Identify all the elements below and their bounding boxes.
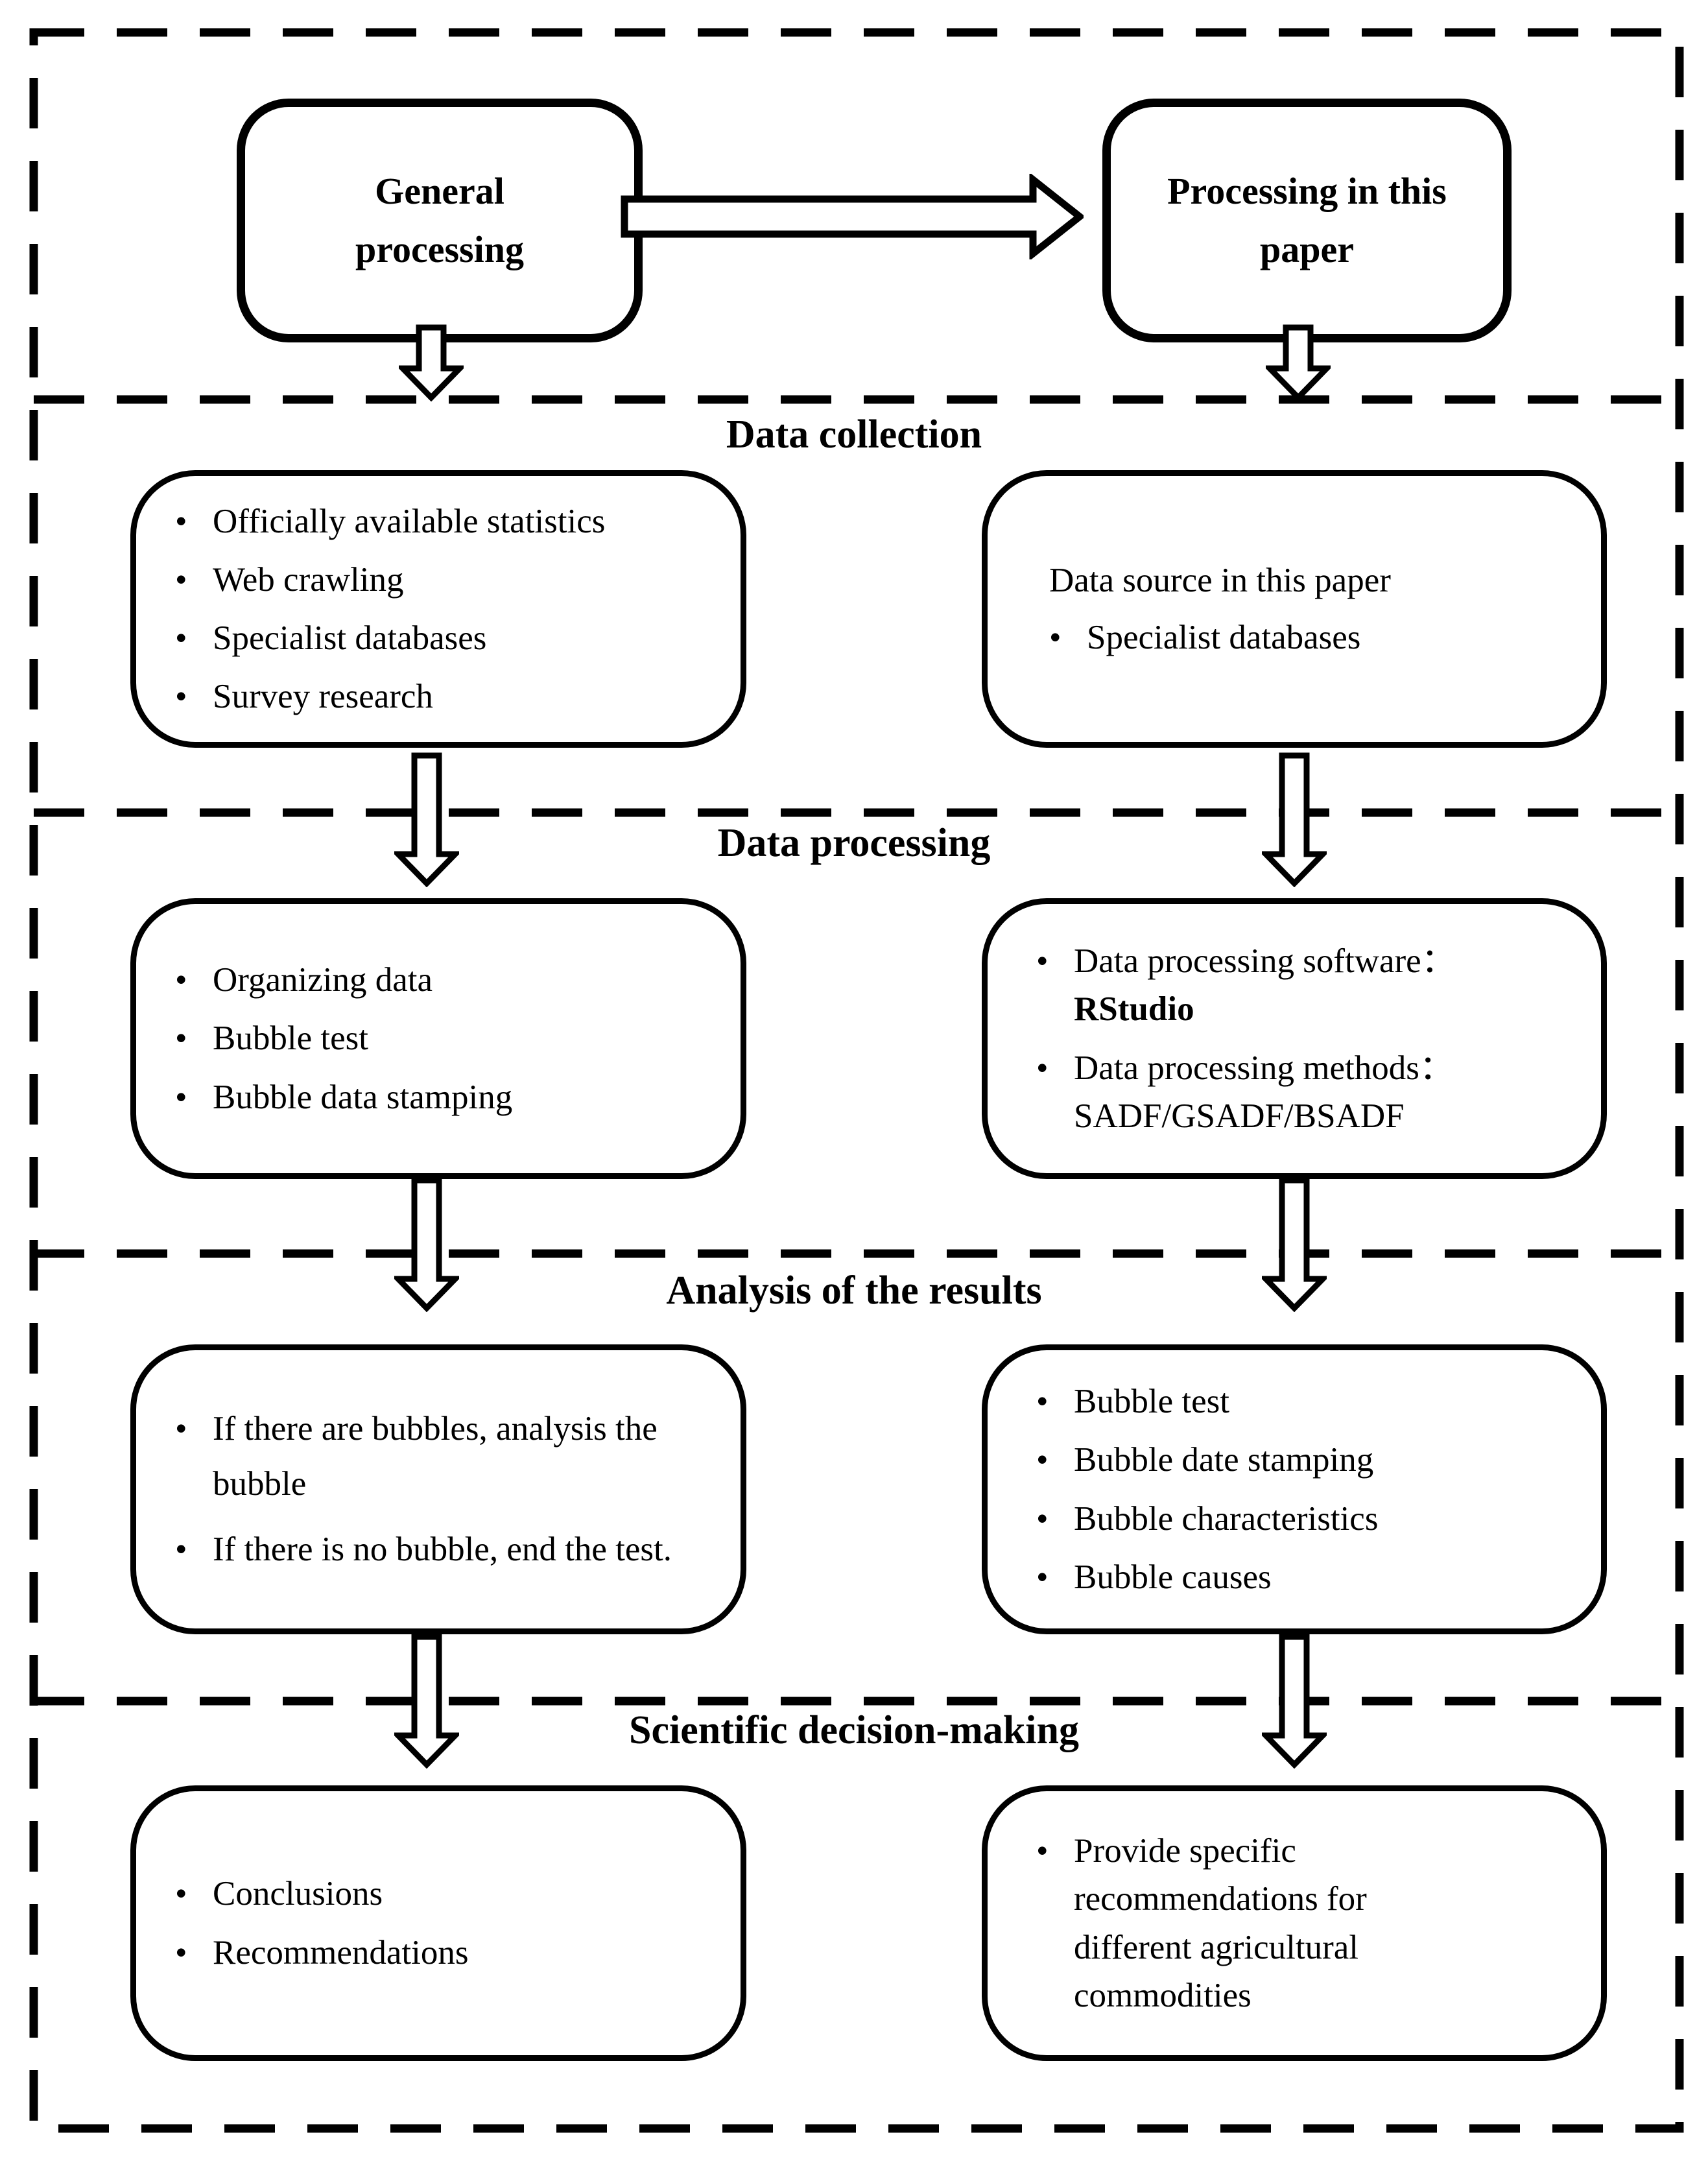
bullet-icon: • xyxy=(1049,619,1062,656)
bullet-icon: • xyxy=(1036,1832,1049,1870)
bullet-item: • Bubble test xyxy=(175,1014,715,1062)
bullet-text: Data processing software： RStudio xyxy=(1074,937,1575,1033)
section-title-analysis-of-results: Analysis of the results xyxy=(666,1269,1042,1313)
bullet-text: Bubble test xyxy=(1074,1383,1229,1421)
processing-in-this-paper-box: Processing in this paper xyxy=(1102,99,1512,342)
bullet-item: • Data processing software： RStudio xyxy=(1036,937,1575,1033)
bullet-item: • Provide specific recommendations for d… xyxy=(1036,1827,1575,2020)
bullet-list: • Organizing data • Bubble test • Bubble… xyxy=(175,956,715,1121)
data-processing-paper-box: • Data processing software： RStudio • Da… xyxy=(982,898,1607,1179)
bullet-text: Bubble data stamping xyxy=(213,1078,513,1116)
bullet-icon: • xyxy=(1036,1441,1049,1479)
bullet-text: Bubble causes xyxy=(1074,1558,1272,1596)
bullet-icon: • xyxy=(175,560,187,599)
down-arrow-icon xyxy=(394,1177,459,1312)
section-title-scientific-decision-making: Scientific decision-making xyxy=(628,1708,1080,1752)
down-arrow-icon xyxy=(1266,324,1331,401)
bullet-item: • Bubble causes xyxy=(1036,1553,1575,1601)
general-processing-line1: General xyxy=(375,170,504,213)
bullet-text: Conclusions xyxy=(213,1875,383,1913)
down-arrow-icon xyxy=(1262,1177,1327,1312)
bullet-icon: • xyxy=(175,1933,187,1972)
bullet-text: Specialist databases xyxy=(213,619,487,657)
down-arrow-icon xyxy=(1262,752,1327,887)
bullet-item: • Conclusions xyxy=(175,1870,715,1918)
bullet-icon: • xyxy=(1036,942,1049,981)
section-title-data-collection: Data collection xyxy=(726,412,982,457)
bullet-item: • Data processing methods： SADF/GSADF/BS… xyxy=(1036,1044,1575,1140)
bullet-lead: Data processing methods： xyxy=(1074,1049,1454,1087)
bullet-text: Survey research xyxy=(213,678,433,716)
bullet-icon: • xyxy=(175,1875,187,1913)
bullet-icon: • xyxy=(175,961,187,999)
bullet-text: Bubble characteristics xyxy=(1074,1499,1379,1538)
bullet-item: • Bubble data stamping xyxy=(175,1073,715,1121)
bullet-text: If there are bubbles, analysis the bubbl… xyxy=(213,1410,658,1503)
down-arrow-icon xyxy=(399,324,464,401)
data-collection-general-box: • Officially available statistics • Web … xyxy=(130,470,746,748)
bullet-text: Bubble date stamping xyxy=(1074,1441,1374,1479)
bullet-item: • Specialist databases xyxy=(175,614,715,662)
bullet-list: • Conclusions • Recommendations xyxy=(175,1870,715,1976)
bullet-item: • Specialist databases xyxy=(1049,614,1575,661)
bullet-item: • If there are bubbles, analysis the bub… xyxy=(175,1401,721,1512)
bullet-icon: • xyxy=(175,1019,187,1058)
analysis-general-box: • If there are bubbles, analysis the bub… xyxy=(130,1344,746,1634)
bullet-list: • Bubble test • Bubble date stamping • B… xyxy=(1036,1377,1575,1601)
methods-names: SADF/GSADF/BSADF xyxy=(1074,1097,1405,1135)
general-processing-box: General processing xyxy=(237,99,643,342)
bullet-item: • If there is no bubble, end the test. xyxy=(175,1522,721,1577)
bullet-icon: • xyxy=(175,619,187,657)
bullet-item: • Bubble characteristics xyxy=(1036,1495,1575,1543)
bullet-icon: • xyxy=(175,1410,187,1448)
bullet-item: • Bubble date stamping xyxy=(1036,1436,1575,1484)
down-arrow-icon xyxy=(394,752,459,887)
bullet-item: • Recommendations xyxy=(175,1929,715,1977)
bullet-text: If there is no bubble, end the test. xyxy=(213,1530,672,1568)
right-arrow-icon xyxy=(621,174,1084,259)
general-processing-line2: processing xyxy=(355,228,524,270)
data-processing-general-box: • Organizing data • Bubble test • Bubble… xyxy=(130,898,746,1179)
bullet-text: Bubble test xyxy=(213,1019,368,1058)
bullet-item: • Survey research xyxy=(175,673,715,721)
bullet-item: • Organizing data xyxy=(175,956,715,1004)
bullet-item: • Web crawling xyxy=(175,556,715,604)
dashed-border xyxy=(29,28,1684,2133)
bullet-icon: • xyxy=(1036,1383,1049,1421)
paper-processing-line1: Processing in this xyxy=(1167,170,1447,213)
bullet-icon: • xyxy=(175,678,187,716)
bullet-list: • Officially available statistics • Web … xyxy=(175,497,715,721)
bullet-item: • Officially available statistics xyxy=(175,497,715,545)
bullet-list: • Data processing software： RStudio • Da… xyxy=(1036,937,1575,1140)
data-source-intro: Data source in this paper xyxy=(1049,561,1391,599)
decision-general-box: • Conclusions • Recommendations xyxy=(130,1785,746,2061)
bullet-lead: Data processing software： xyxy=(1074,942,1456,981)
analysis-paper-box: • Bubble test • Bubble date stamping • B… xyxy=(982,1344,1607,1634)
bullet-text: Data processing methods： SADF/GSADF/BSAD… xyxy=(1074,1044,1575,1140)
bullet-text: Officially available statistics xyxy=(213,502,606,540)
bullet-text: Web crawling xyxy=(213,560,404,599)
bullet-icon: • xyxy=(175,1530,187,1568)
bullet-icon: • xyxy=(175,502,187,540)
bullet-icon: • xyxy=(175,1078,187,1116)
decision-paper-box: • Provide specific recommendations for d… xyxy=(982,1785,1607,2061)
bullet-list: • If there are bubbles, analysis the bub… xyxy=(175,1401,721,1577)
bullet-list: • Provide specific recommendations for d… xyxy=(1036,1827,1575,2020)
bullet-icon: • xyxy=(1036,1558,1049,1596)
paper-processing-line2: paper xyxy=(1260,228,1354,270)
data-collection-paper-box: Data source in this paper • Specialist d… xyxy=(982,470,1607,748)
bullet-text: Provide specific recommendations for dif… xyxy=(1074,1832,1367,2014)
bullet-text: Organizing data xyxy=(213,961,433,999)
bullet-text: Recommendations xyxy=(213,1933,469,1972)
bullet-icon: • xyxy=(1036,1499,1049,1538)
bullet-icon: • xyxy=(1036,1049,1049,1087)
software-name: RStudio xyxy=(1074,990,1194,1029)
bullet-text: Specialist databases xyxy=(1087,619,1361,656)
bullet-list: • Specialist databases xyxy=(1049,614,1575,661)
section-title-data-processing: Data processing xyxy=(717,821,991,865)
bullet-item: • Bubble test xyxy=(1036,1377,1575,1425)
down-arrow-icon xyxy=(394,1634,459,1769)
down-arrow-icon xyxy=(1262,1634,1327,1769)
